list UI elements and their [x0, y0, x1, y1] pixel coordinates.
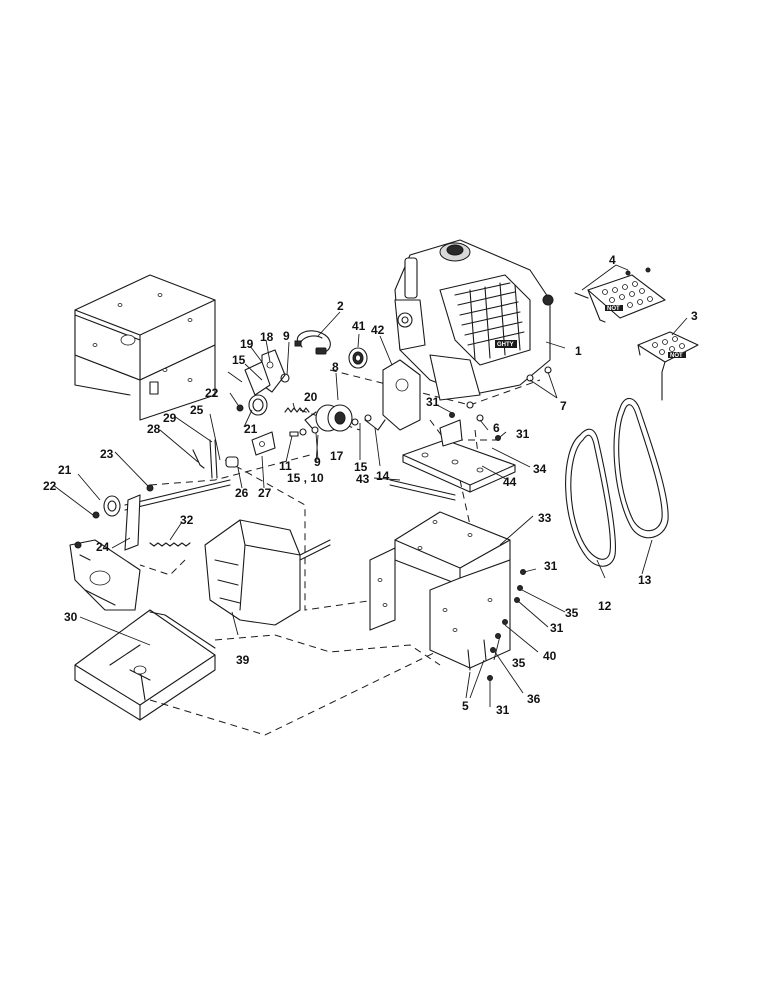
callout-29: 30: [64, 610, 78, 624]
callout-30-c: 31: [544, 559, 558, 573]
callout-35: 36: [527, 692, 541, 706]
lower-chassis: [369, 511, 511, 669]
callout-4: 4: [609, 253, 616, 267]
plate-stamp-upper: NOT: [607, 306, 620, 312]
belt-cover: [204, 519, 331, 626]
callout-30-b: 31: [516, 427, 530, 441]
callout-23: 24: [96, 540, 110, 554]
callout-numbers: 1 2 3 4 5 6 7 8 9 9 11 15 , 10 12 13 14 …: [43, 253, 698, 717]
callout-30-e: 31: [496, 703, 510, 717]
drive-shaft-assembly: [92, 479, 231, 551]
engine-brand-stamp: GHTY: [497, 342, 514, 348]
callout-9-upper: 9: [283, 329, 290, 343]
callout-34-lower: 35: [512, 656, 526, 670]
callout-20-upper: 21: [244, 422, 258, 436]
plate-stamp-lower: NOT: [670, 353, 683, 359]
engine: GHTY: [394, 239, 554, 401]
callout-33: 34: [533, 462, 547, 476]
callout-42: 43: [356, 472, 370, 486]
hardware-cluster: [289, 414, 386, 437]
callout-28: 29: [163, 411, 177, 425]
friction-plate: [69, 539, 141, 611]
callout-21-upper: 22: [205, 386, 219, 400]
base-plate: [74, 609, 216, 721]
drive-belt-12: [565, 428, 616, 567]
left-frame-housing: [74, 274, 216, 421]
callout-17: 18: [260, 330, 274, 344]
callout-6: 6: [493, 421, 500, 435]
callout-16: 17: [330, 449, 344, 463]
callout-2: 2: [337, 299, 344, 313]
heat-shield-plate: NOT: [637, 331, 699, 401]
callout-7: 7: [560, 399, 567, 413]
callout-41: 42: [371, 323, 385, 337]
callout-39: 40: [543, 649, 557, 663]
electric-starter-cord: [294, 330, 331, 355]
callout-25: 26: [235, 486, 249, 500]
callout-1: 1: [575, 344, 582, 358]
bearing: [348, 347, 368, 369]
callout-31: 32: [180, 513, 194, 527]
engine-bracket: [382, 359, 421, 431]
callout-36: 39: [236, 653, 250, 667]
drive-belt-13: [613, 397, 669, 539]
callout-20-lower: 21: [58, 463, 72, 477]
vent-guard-plate: NOT: [574, 267, 666, 323]
callout-15-upper: 15: [232, 353, 246, 367]
callout-40: 41: [352, 319, 366, 333]
callout-24: 25: [190, 403, 204, 417]
callout-3: 3: [691, 309, 698, 323]
idler-pulley-upper: [236, 394, 268, 416]
levers: [192, 439, 218, 479]
callout-8: 8: [332, 360, 339, 374]
assembly-dashed-lines: [139, 369, 541, 736]
callout-21-lower: 22: [43, 479, 57, 493]
callout-15-right: 15: [354, 460, 368, 474]
callout-26: 27: [258, 486, 272, 500]
callout-5: 5: [462, 699, 469, 713]
callout-30-a: 31: [426, 395, 440, 409]
engine-pulley: [304, 404, 353, 432]
spring-31: [149, 542, 191, 547]
callout-18: 19: [240, 337, 254, 351]
callout-14: 14: [376, 469, 390, 483]
callout-9-lower: 9: [314, 455, 321, 469]
callout-19: 20: [304, 390, 318, 404]
callout-34-upper: 35: [565, 606, 579, 620]
engine-mount-plate: [389, 419, 516, 501]
callout-12: 12: [598, 599, 612, 613]
spring-19: [284, 407, 310, 413]
callout-32: 33: [538, 511, 552, 525]
right-hardware: [449, 366, 552, 681]
callout-22: 23: [100, 447, 114, 461]
callout-27: 28: [147, 422, 161, 436]
callout-15-comma-10: 15 , 10: [287, 471, 324, 485]
callout-11: 11: [279, 459, 292, 473]
leader-lines: [52, 264, 688, 707]
bracket-26: [225, 431, 276, 468]
callout-30-d: 31: [550, 621, 564, 635]
callout-13: 13: [638, 573, 652, 587]
idler-arm-assembly: [244, 349, 290, 396]
callout-43: 44: [503, 475, 517, 489]
